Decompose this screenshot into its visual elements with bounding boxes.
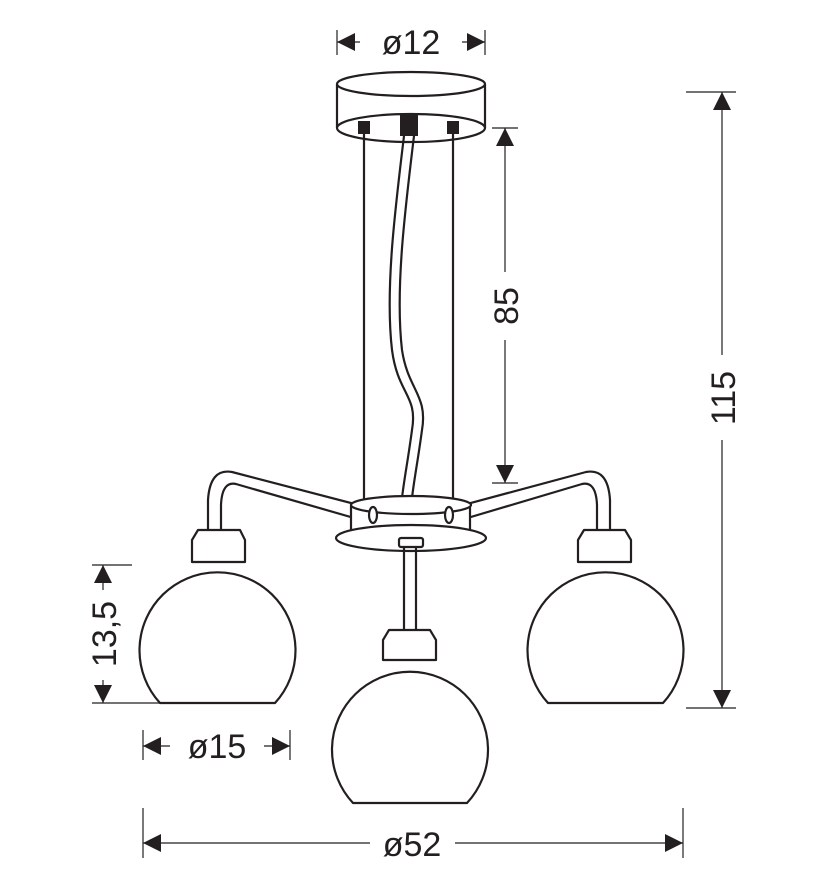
shade-diameter-label: ø15 bbox=[188, 728, 247, 766]
dimension-shade-height: 13,5 bbox=[86, 564, 160, 704]
canopy-diameter-label: ø12 bbox=[382, 24, 441, 62]
shade-height-label: 13,5 bbox=[86, 601, 124, 667]
total-diameter-label: ø52 bbox=[383, 826, 442, 864]
arms bbox=[206, 470, 612, 532]
dimension-total-height: 115 bbox=[686, 91, 743, 709]
dimension-canopy-diameter: ø12 bbox=[336, 24, 486, 62]
shade-left bbox=[138, 528, 297, 705]
shade-right bbox=[526, 528, 685, 705]
dimension-suspension-length: 85 bbox=[488, 127, 526, 484]
hub bbox=[334, 494, 488, 634]
total-height-label: 115 bbox=[705, 371, 743, 425]
shade-center bbox=[330, 628, 490, 805]
canopy bbox=[335, 70, 487, 144]
dimension-shade-diameter: ø15 bbox=[142, 728, 291, 766]
dimension-total-diameter: ø52 bbox=[142, 808, 684, 864]
suspension-rods bbox=[362, 132, 455, 504]
suspension-length-label: 85 bbox=[488, 287, 526, 325]
